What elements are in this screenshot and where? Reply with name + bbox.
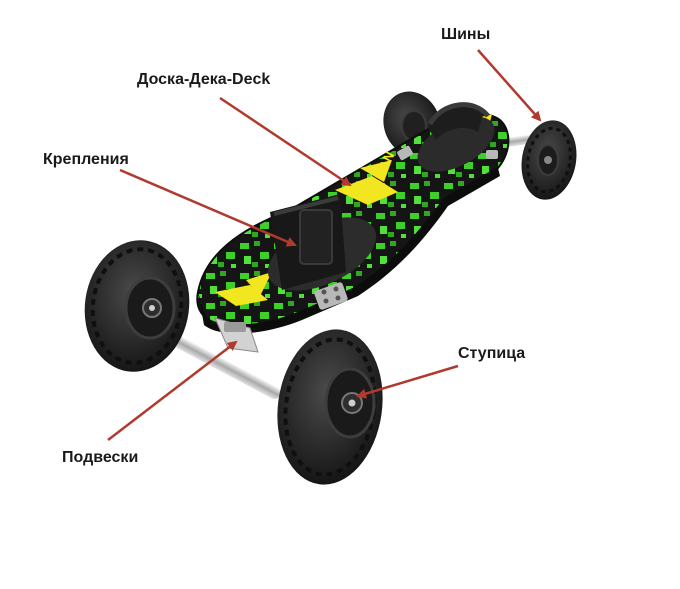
- arrow-bindings: [119, 168, 297, 247]
- front-right-wheel-hub: [277, 329, 383, 485]
- label-bindings: Крепления: [43, 151, 129, 168]
- arrow-trucks: [107, 340, 238, 441]
- annotation-arrows: [107, 49, 542, 441]
- label-tires: Шины: [441, 26, 491, 43]
- label-hub: Ступица: [458, 345, 526, 362]
- label-trucks: Подвески: [62, 449, 139, 466]
- front-left-wheel: [84, 240, 190, 372]
- tire-right: [521, 120, 577, 200]
- arrow-tires: [477, 49, 542, 122]
- rear-binding: [397, 102, 498, 172]
- arrow-hub: [356, 364, 459, 399]
- arrow-deck: [219, 96, 352, 187]
- front-binding: [267, 194, 377, 310]
- label-deck: Доска-Дека-Deck: [137, 71, 271, 88]
